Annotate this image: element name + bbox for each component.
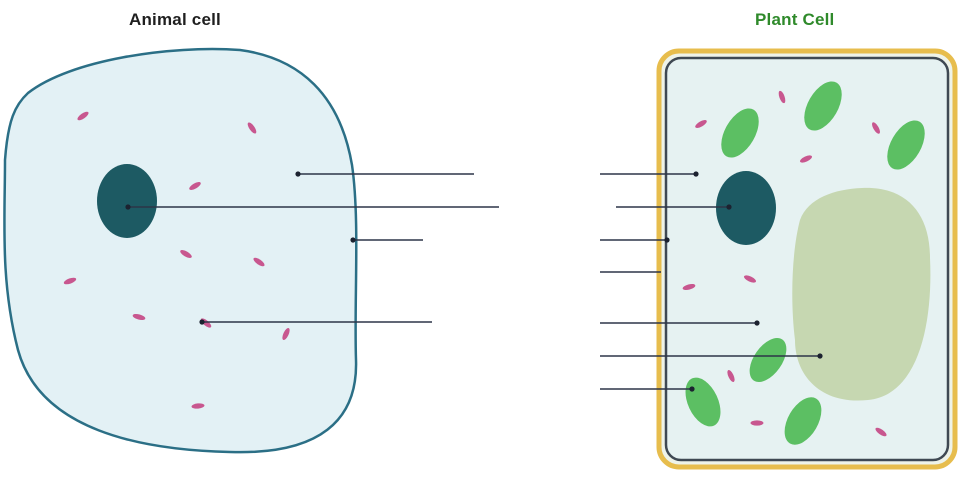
pointer-dot bbox=[726, 204, 732, 210]
plant-pointer-lines bbox=[600, 171, 823, 392]
organelle bbox=[744, 275, 756, 283]
plant-cell-title: Plant Cell bbox=[755, 10, 835, 29]
organelle bbox=[695, 120, 707, 128]
organelle bbox=[77, 111, 89, 121]
organelle bbox=[180, 250, 192, 258]
organelle bbox=[800, 155, 812, 163]
plant-organelles bbox=[682, 90, 887, 437]
organelle bbox=[189, 182, 201, 190]
organelle bbox=[750, 420, 764, 426]
plant-nucleus bbox=[716, 171, 776, 245]
chloroplast bbox=[721, 108, 759, 158]
animal-cell-illustration bbox=[3, 47, 358, 454]
animal-cell-membrane bbox=[3, 47, 358, 454]
organelle bbox=[282, 328, 290, 340]
pointer-dot bbox=[664, 237, 670, 243]
pointer-dot bbox=[817, 353, 823, 359]
animal-nucleus bbox=[97, 164, 157, 238]
plant-vacuole bbox=[792, 187, 931, 401]
organelle bbox=[872, 122, 880, 134]
organelle bbox=[778, 90, 786, 104]
organelle bbox=[191, 403, 205, 409]
organelle bbox=[875, 427, 887, 437]
organelle bbox=[682, 283, 696, 291]
pointer-dot bbox=[754, 320, 760, 326]
chloroplast bbox=[804, 81, 842, 131]
animal-pointer-lines bbox=[125, 171, 499, 325]
chloroplast bbox=[749, 338, 787, 382]
pointer-dot bbox=[295, 171, 301, 177]
organelle bbox=[63, 277, 77, 285]
pointer-dot bbox=[199, 319, 205, 325]
animal-cell-title: Animal cell bbox=[129, 10, 221, 29]
plant-cell-illustration bbox=[656, 48, 958, 470]
chloroplast bbox=[887, 120, 925, 170]
pointer-dot bbox=[350, 237, 356, 243]
animal-organelles bbox=[63, 111, 290, 409]
organelle bbox=[253, 257, 265, 267]
pointer-dot bbox=[689, 386, 695, 392]
chloroplast bbox=[784, 397, 822, 445]
organelle bbox=[727, 370, 735, 382]
organelle bbox=[132, 313, 146, 321]
organelle bbox=[247, 122, 257, 134]
pointer-dot bbox=[125, 204, 131, 210]
pointer-dot bbox=[693, 171, 699, 177]
chloroplasts bbox=[685, 81, 925, 445]
